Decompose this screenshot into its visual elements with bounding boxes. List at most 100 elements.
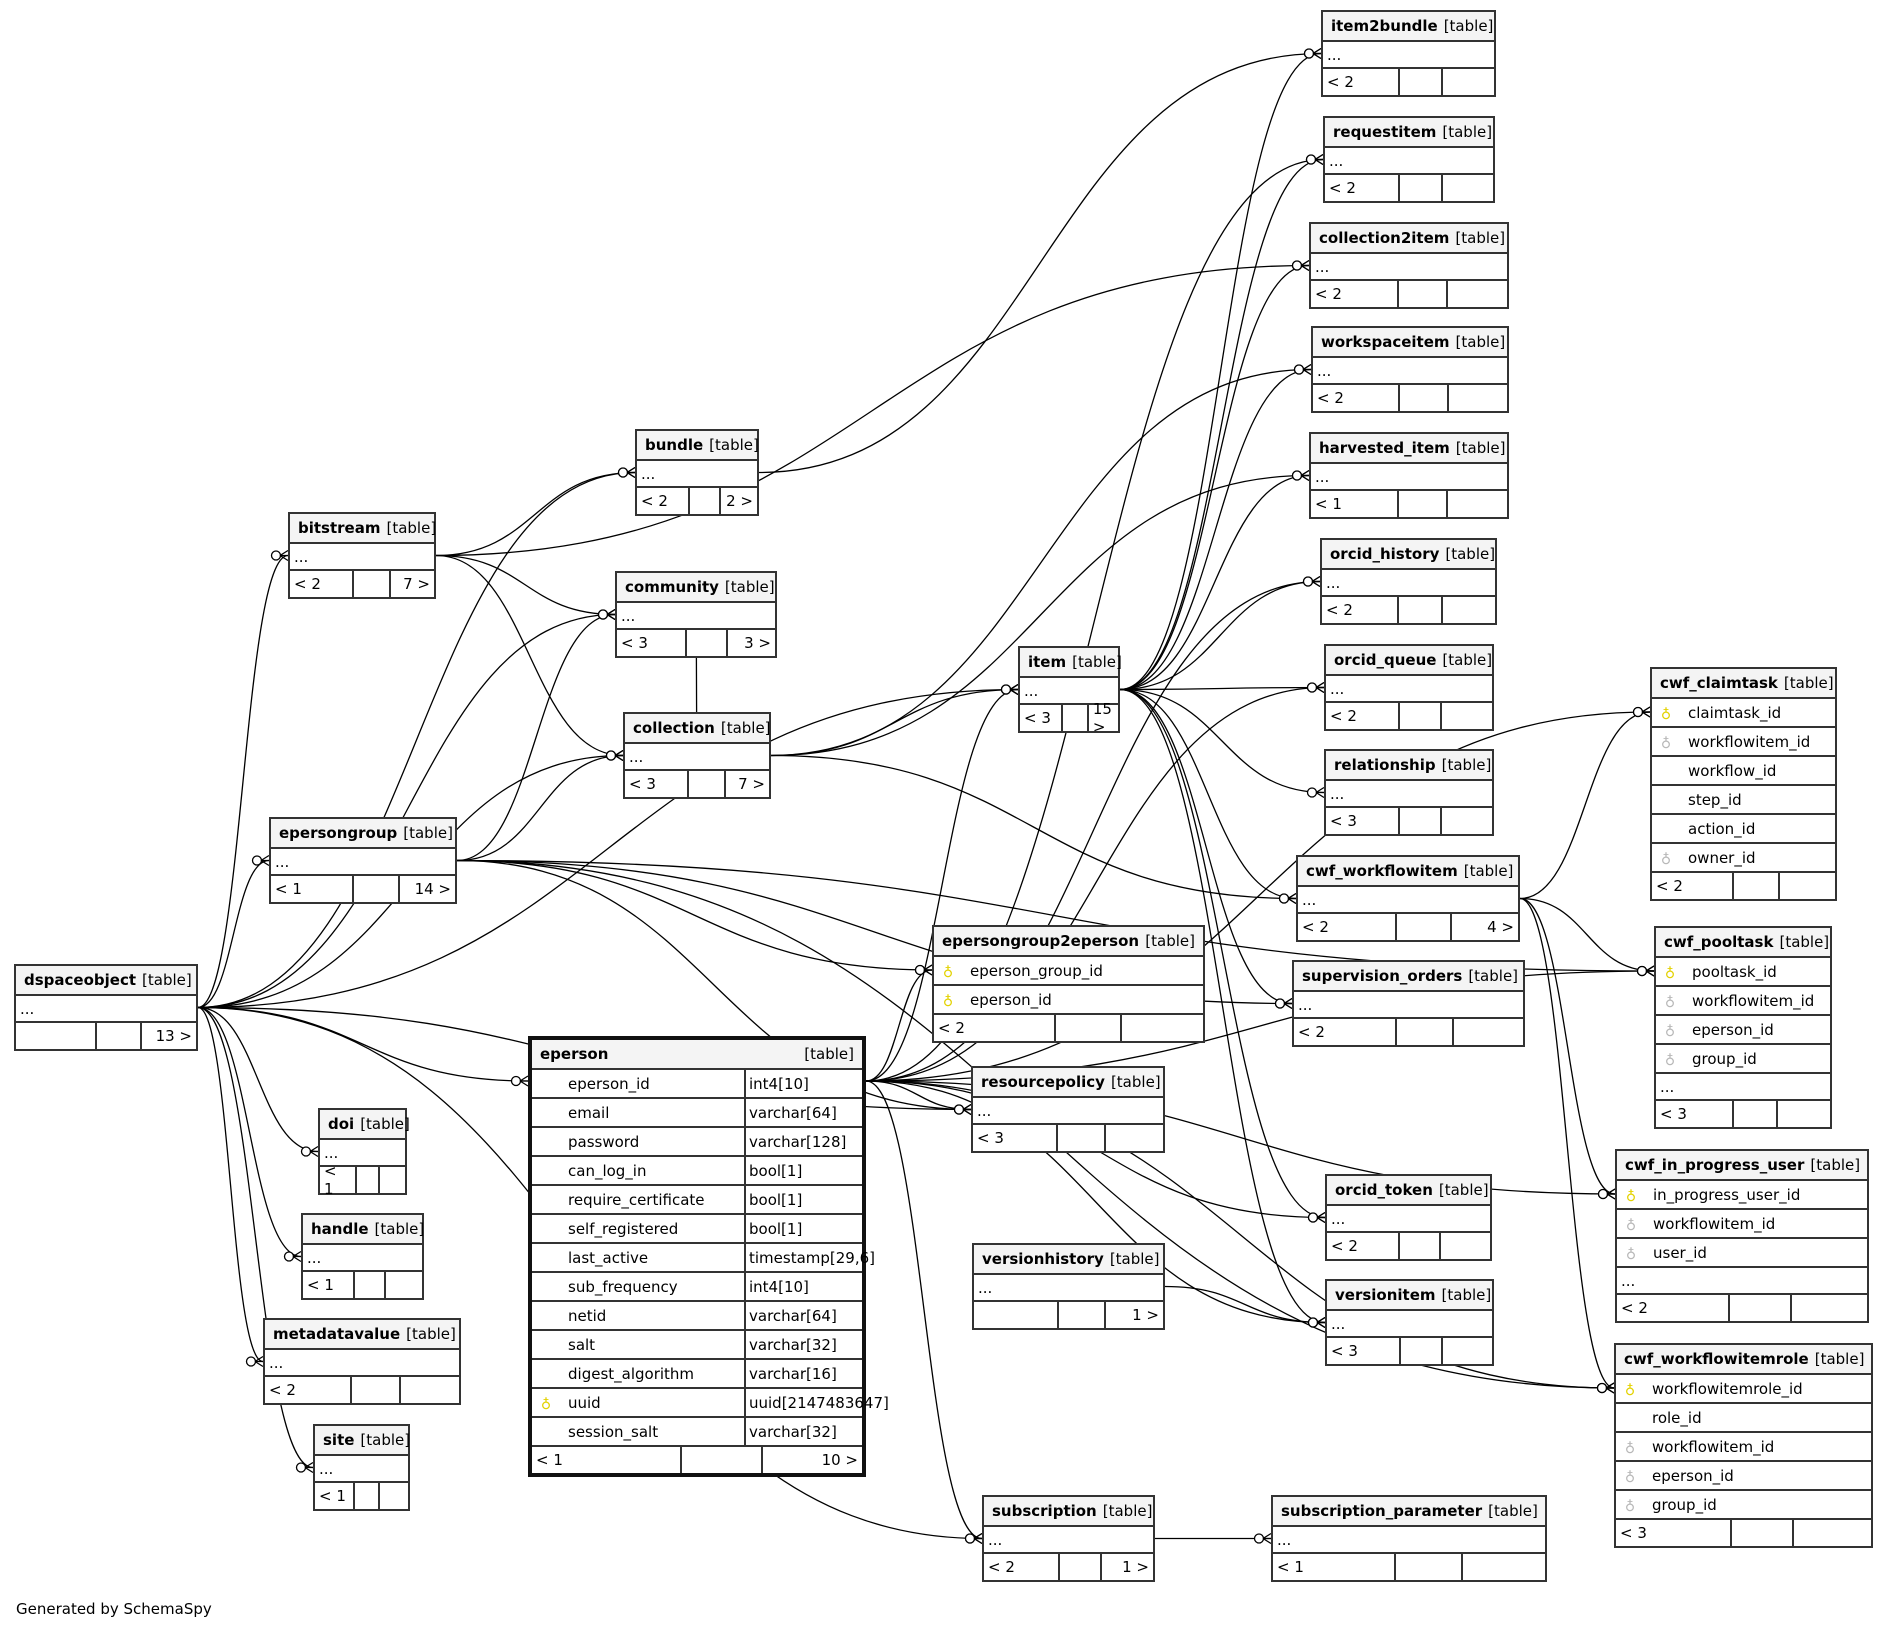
table-subscription-parameter[interactable]: subscription_parameter[table]...< 1 — [1271, 1495, 1547, 1582]
table-header[interactable]: orcid_token[table] — [1327, 1176, 1490, 1206]
table-cwf-claimtask[interactable]: cwf_claimtask[table]♀claimtask_id♀workfl… — [1650, 667, 1837, 901]
table-name[interactable]: handle — [311, 1220, 369, 1238]
table-name[interactable]: bundle — [645, 436, 704, 454]
table-header[interactable]: bundle[table] — [637, 431, 759, 461]
table-name[interactable]: requestitem — [1333, 123, 1437, 141]
more-columns-ellipsis[interactable]: ... — [1656, 1074, 1830, 1101]
more-columns-ellipsis[interactable]: ... — [1326, 781, 1492, 808]
more-columns-ellipsis[interactable]: ... — [1322, 570, 1495, 597]
table-name[interactable]: collection — [633, 719, 715, 737]
table-name[interactable]: item — [1028, 653, 1067, 671]
table-header[interactable]: harvested_item[table] — [1311, 434, 1507, 464]
more-columns-ellipsis[interactable]: ... — [1294, 992, 1523, 1019]
children-count[interactable]: 4 > — [1449, 914, 1518, 940]
more-columns-ellipsis[interactable]: ... — [271, 849, 455, 876]
more-columns-ellipsis[interactable]: ... — [16, 996, 196, 1023]
table-doi[interactable]: doi[table]...< 1 — [318, 1108, 410, 1198]
table-header[interactable]: resourcepolicy[table] — [973, 1068, 1163, 1098]
more-columns-ellipsis[interactable]: ... — [1325, 148, 1493, 175]
column-row[interactable]: ♀eperson_id — [934, 986, 1203, 1015]
parents-count[interactable]: < 3 — [1660, 1105, 1687, 1123]
table-header[interactable]: eperson[table] — [532, 1040, 862, 1070]
table-orcid-history[interactable]: orcid_history[table]...< 2 — [1320, 538, 1497, 625]
table-cwf-workflowitemrole[interactable]: cwf_workflowitemrole[table]♀workflowitem… — [1614, 1343, 1873, 1548]
column-row[interactable]: ♀workflowitem_id — [1616, 1433, 1871, 1462]
parents-count[interactable]: < 2 — [988, 1558, 1015, 1576]
table-header[interactable]: requestitem[table] — [1325, 118, 1493, 148]
children-count[interactable]: 3 > — [725, 630, 775, 656]
parents-count[interactable]: < 2 — [1327, 73, 1354, 91]
table-header[interactable]: versionhistory[table] — [974, 1245, 1163, 1275]
table-collection2item[interactable]: collection2item[table]...< 2 — [1309, 222, 1509, 309]
parents-count[interactable]: < 3 — [1620, 1524, 1647, 1542]
table-relationship[interactable]: relationship[table]...< 3 — [1324, 749, 1494, 836]
children-count[interactable]: 7 > — [723, 771, 769, 797]
column-row[interactable]: workflow_id — [1652, 757, 1835, 786]
children-count[interactable]: 7 > — [388, 571, 434, 597]
more-columns-ellipsis[interactable]: ... — [1617, 1268, 1867, 1295]
table-name[interactable]: versionitem — [1335, 1286, 1436, 1304]
column-row[interactable]: ♀in_progress_user_id — [1617, 1181, 1867, 1210]
table-header[interactable]: cwf_in_progress_user[table] — [1617, 1151, 1867, 1181]
table-header[interactable]: collection[table] — [625, 714, 771, 744]
table-orcid-token[interactable]: orcid_token[table]...< 2 — [1325, 1174, 1492, 1261]
table-name[interactable]: versionhistory — [982, 1250, 1104, 1268]
table-header[interactable]: subscription_parameter[table] — [1273, 1497, 1545, 1527]
more-columns-ellipsis[interactable]: ... — [1323, 42, 1494, 69]
table-header[interactable]: cwf_claimtask[table] — [1652, 669, 1835, 699]
more-columns-ellipsis[interactable]: ... — [315, 1456, 408, 1483]
table-header[interactable]: versionitem[table] — [1327, 1281, 1492, 1311]
children-count[interactable]: 10 > — [760, 1447, 862, 1473]
table-dspaceobject[interactable]: dspaceobject[table]...13 > — [14, 964, 198, 1051]
table-name[interactable]: harvested_item — [1319, 439, 1450, 457]
column-row[interactable]: ♀owner_id — [1652, 844, 1835, 873]
parents-count[interactable]: < 2 — [1621, 1299, 1648, 1317]
more-columns-ellipsis[interactable]: ... — [637, 461, 757, 488]
table-name[interactable]: item2bundle — [1331, 17, 1438, 35]
table-header[interactable]: supervision_orders[table] — [1294, 962, 1523, 992]
column-row[interactable]: ♀claimtask_id — [1652, 699, 1835, 728]
table-workspaceitem[interactable]: workspaceitem[table]...< 2 — [1311, 326, 1509, 413]
table-name[interactable]: orcid_queue — [1334, 651, 1437, 669]
table-name[interactable]: subscription_parameter — [1281, 1502, 1483, 1520]
table-header[interactable]: cwf_pooltask[table] — [1656, 928, 1830, 958]
more-columns-ellipsis[interactable]: ... — [973, 1098, 1163, 1125]
more-columns-ellipsis[interactable]: ... — [1311, 464, 1507, 491]
table-header[interactable]: epersongroup[table] — [271, 819, 455, 849]
column-row[interactable]: ♀workflowitem_id — [1617, 1210, 1867, 1239]
table-name[interactable]: metadatavalue — [273, 1325, 401, 1343]
column-row[interactable]: ♀pooltask_id — [1656, 958, 1830, 987]
table-name[interactable]: eperson — [540, 1045, 609, 1063]
parents-count[interactable]: < 2 — [1298, 1023, 1325, 1041]
table-requestitem[interactable]: requestitem[table]...< 2 — [1323, 116, 1495, 203]
table-name[interactable]: community — [625, 578, 719, 596]
children-count[interactable]: 1 > — [1100, 1554, 1153, 1580]
parents-count[interactable]: < 3 — [1331, 1342, 1358, 1360]
column-row[interactable]: ♀group_id — [1616, 1491, 1871, 1520]
table-name[interactable]: subscription — [992, 1502, 1097, 1520]
parents-count[interactable]: < 2 — [1326, 601, 1353, 619]
column-row[interactable]: ♀workflowitem_id — [1656, 987, 1830, 1016]
parents-count[interactable]: < 1 — [1277, 1558, 1304, 1576]
more-columns-ellipsis[interactable]: ... — [1313, 358, 1507, 385]
table-name[interactable]: cwf_claimtask — [1660, 674, 1778, 692]
more-columns-ellipsis[interactable]: ... — [320, 1140, 405, 1167]
parents-count[interactable]: < 1 — [324, 1162, 337, 1198]
children-count[interactable]: 15 > — [1086, 700, 1118, 736]
table-name[interactable]: orcid_history — [1330, 545, 1440, 563]
table-resourcepolicy[interactable]: resourcepolicy[table]...< 3 — [971, 1066, 1165, 1153]
column-row[interactable]: ♀eperson_id — [1656, 1016, 1830, 1045]
table-name[interactable]: epersongroup2eperson — [942, 932, 1140, 950]
